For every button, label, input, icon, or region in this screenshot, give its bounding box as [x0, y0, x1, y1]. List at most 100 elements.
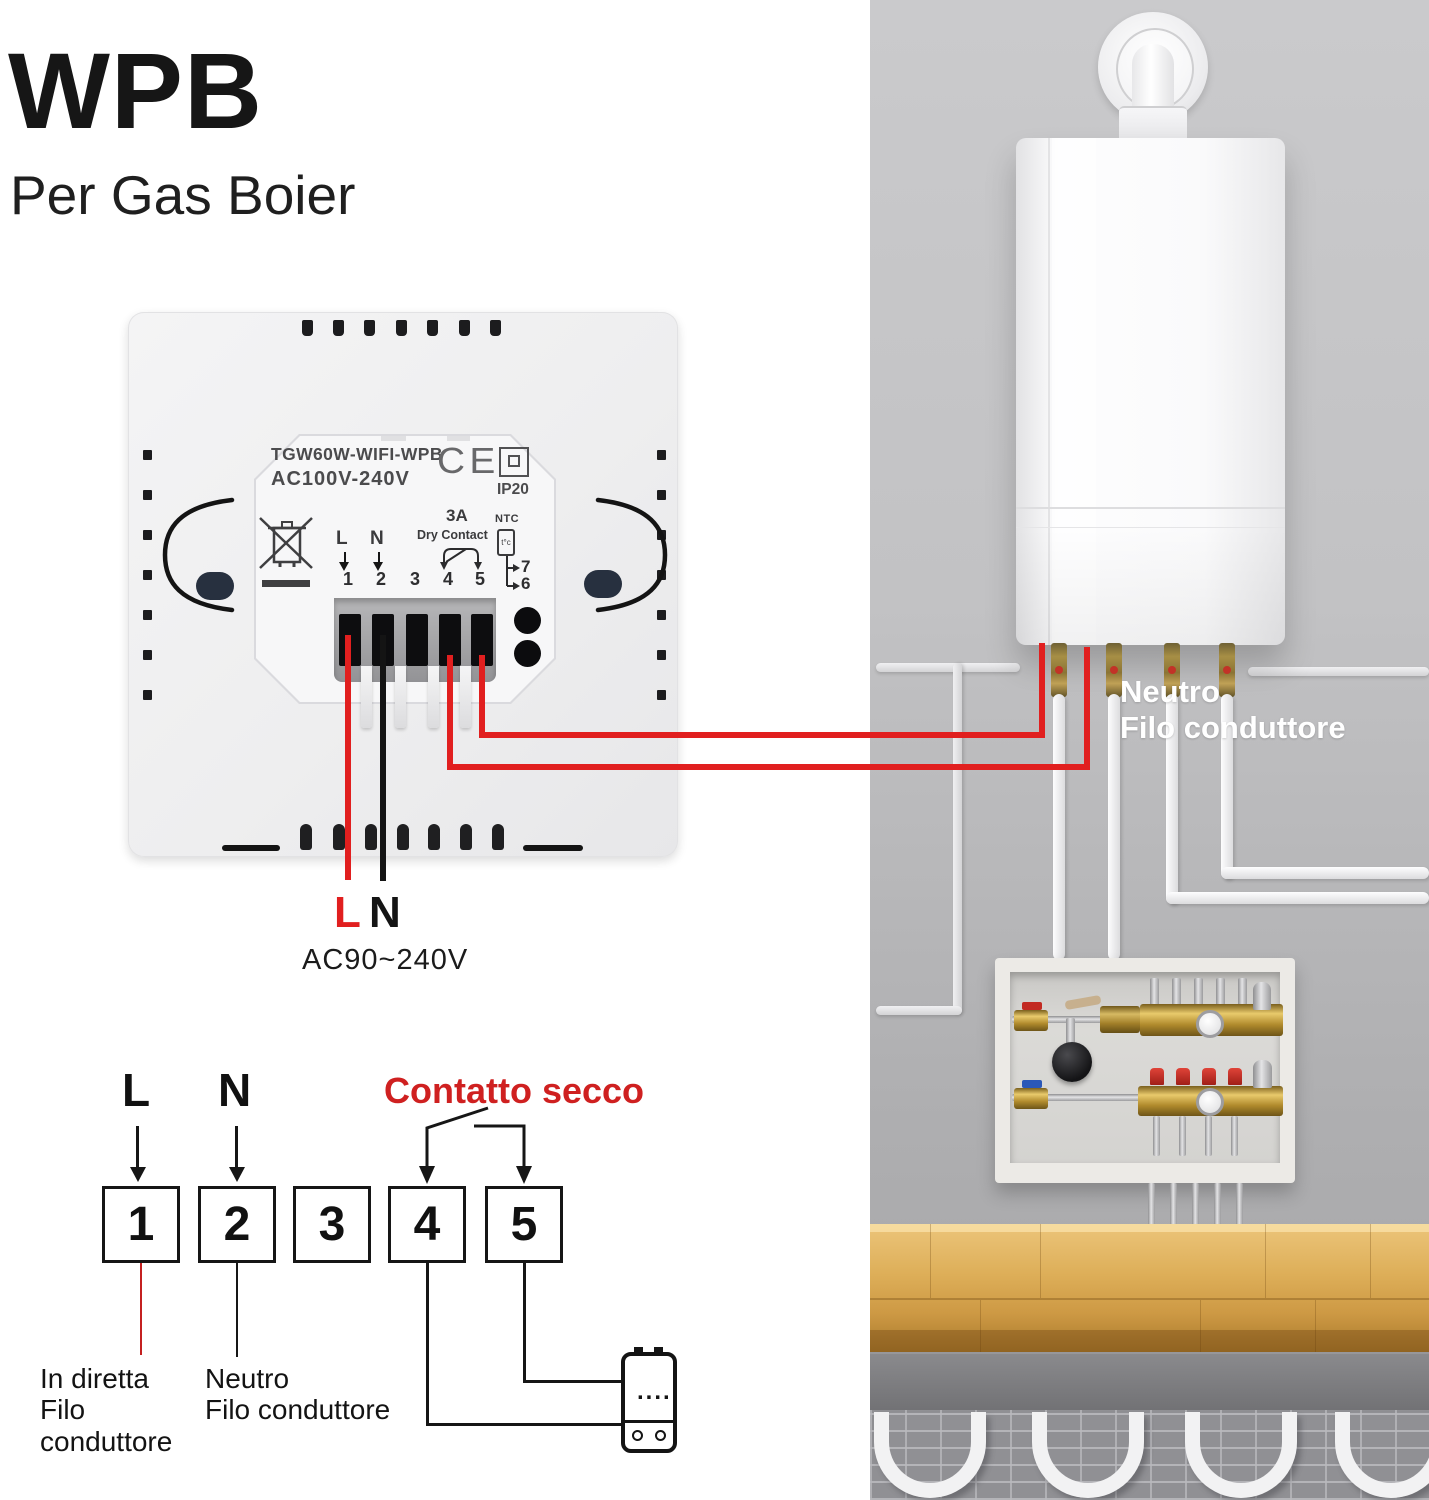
boiler-valve [1051, 643, 1067, 697]
terminal-separator [395, 666, 406, 728]
vent-slot [490, 320, 501, 336]
terminal-number-3: 3 [410, 569, 421, 589]
ball-valve-blue [1014, 1088, 1048, 1109]
vent-slot [459, 320, 470, 336]
loop-pipe [1205, 1116, 1212, 1156]
vent-slot [333, 824, 345, 850]
terminal-box-3: 3 [293, 1186, 371, 1263]
panel-notch [381, 436, 406, 441]
manifold-cabinet [995, 958, 1295, 1183]
case-notch [523, 845, 583, 851]
vent-slot [300, 824, 312, 850]
boiler-valve [1164, 643, 1180, 697]
ip-rating: IP20 [497, 481, 529, 498]
page-subtitle: Per Gas Boier [10, 164, 356, 226]
floor-feed-pipe [1170, 1183, 1177, 1245]
loop-pipe [1231, 1116, 1238, 1156]
vent-square [143, 610, 152, 620]
terminal-box-4: 4 [388, 1186, 466, 1263]
live-wire-label-line3: conduttore [40, 1426, 173, 1457]
terminal-3 [406, 614, 428, 666]
wall-pipe [876, 663, 1020, 672]
voltage-rating: AC100V-240V [271, 468, 410, 490]
sensor-terminal-7: 7 [521, 557, 531, 576]
boiler-pipe [1053, 694, 1065, 960]
vent-square [143, 530, 152, 540]
vent-slot [397, 824, 409, 850]
mounting-slot-left [196, 572, 234, 600]
boiler-pipe [1166, 694, 1178, 904]
floor-feed-pipe [1214, 1183, 1221, 1245]
sensor-icon: t°c [497, 529, 515, 556]
label-arrow-line [344, 552, 346, 563]
boiler-callout-line1: Neutro [1120, 674, 1220, 709]
dry-contact-wire-5 [479, 732, 1045, 738]
boiler-flue-elbow [1132, 44, 1174, 110]
manifold-red-cap [1176, 1068, 1190, 1085]
vent-square [143, 450, 152, 460]
boiler-highlight [1052, 138, 1096, 645]
boiler-valve [1106, 643, 1122, 697]
mounting-slot-right [584, 570, 622, 598]
power-live-label: L [334, 888, 361, 937]
dry-contact-wire-4 [1084, 647, 1090, 770]
label-arrow-head [339, 562, 349, 571]
vent-square [657, 610, 666, 620]
manifold-bar-top [1100, 1006, 1140, 1033]
dry-contact-symbol [440, 548, 482, 570]
power-neutral-label: N [369, 888, 401, 937]
vent-slot [492, 824, 504, 850]
terminal-number-2: 2 [376, 569, 387, 589]
live-wire [345, 635, 351, 880]
manifold-pipe [1012, 1094, 1140, 1101]
wall-pipe [953, 663, 962, 1015]
dry-contact-wire-4 [447, 764, 1090, 770]
weee-bin-icon [259, 517, 313, 587]
power-range-label: AC90~240V [302, 944, 469, 976]
neutral-wire-label-line1: Neutro [205, 1363, 290, 1394]
schematic-arrow-head [229, 1167, 245, 1182]
manifold-pipe [1012, 1016, 1142, 1023]
label-arrow-head [373, 562, 383, 571]
loop-pipe [1153, 1116, 1160, 1156]
relay-type: Dry Contact [417, 528, 488, 542]
installation-photo: Neutro Filo conduttore [870, 0, 1429, 1500]
vent-slot [396, 320, 407, 336]
model-number: TGW60W-WIFI-WPB [271, 444, 443, 464]
mounting-wing-right [595, 497, 668, 613]
vent-square [143, 690, 152, 700]
schematic-line-5 [523, 1380, 625, 1383]
sensor-terminal-bracket [506, 556, 520, 590]
label-arrow-line [378, 552, 380, 563]
red-valve-handle [1022, 1002, 1042, 1010]
live-wire-label-line1: In diretta [40, 1363, 149, 1394]
terminal-number-5: 5 [475, 569, 486, 589]
boiler-callout-line2: Filo conduttore [1120, 710, 1346, 745]
vent-slot [427, 320, 438, 336]
terminal-number-1: 1 [343, 569, 354, 589]
boiler-pipe [1108, 694, 1120, 960]
mounting-wing-left [162, 497, 235, 613]
terminal-box-2: 2 [198, 1186, 276, 1263]
flow-meter [1216, 978, 1225, 1006]
schematic-arrow-line [235, 1126, 238, 1168]
ce-mark: CE [437, 440, 500, 481]
schematic-neutral-line [236, 1263, 238, 1357]
sensor-label: NTC [495, 513, 520, 525]
screed-layer [870, 1352, 1429, 1412]
wall-pipe [1248, 667, 1429, 676]
vent-slot [428, 824, 440, 850]
flow-meter [1150, 978, 1159, 1006]
boiler-seam [1048, 138, 1050, 645]
schematic-arrow-line [136, 1126, 139, 1168]
page-title: WPB [8, 30, 263, 151]
flow-meter [1172, 978, 1181, 1006]
terminal-separator [428, 666, 439, 728]
vent-slot [365, 824, 377, 850]
device-icon-dots: .... [637, 1378, 672, 1405]
loop-pipe [1179, 1116, 1186, 1156]
screw-hole [514, 640, 541, 667]
pressure-gauge [1196, 1010, 1224, 1038]
vent-square [143, 570, 152, 580]
neutral-wire [380, 635, 386, 881]
